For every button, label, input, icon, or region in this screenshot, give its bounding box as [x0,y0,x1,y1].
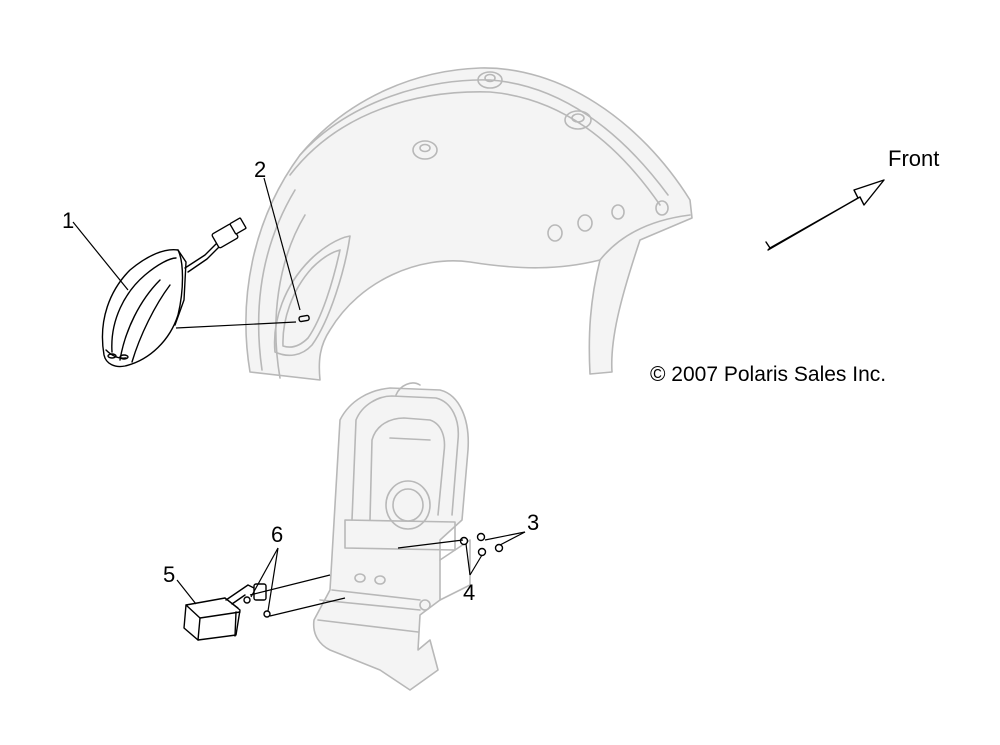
callout-1: 1 [62,208,74,233]
callout-4: 4 [463,580,475,605]
leader-lines [72,177,526,617]
callout-3: 3 [527,510,539,535]
front-label: Front [888,146,939,171]
marker-lamp [101,217,247,368]
copyright-text: © 2007 Polaris Sales Inc. [650,363,886,386]
screw-part [298,314,310,323]
callout-2: 2 [254,157,266,182]
callout-5: 5 [163,562,175,587]
callout-6: 6 [271,522,283,547]
rear-fender [245,67,693,381]
front-direction-arrow [765,179,885,251]
license-bracket [312,382,471,691]
hardware-nuts [243,532,504,618]
